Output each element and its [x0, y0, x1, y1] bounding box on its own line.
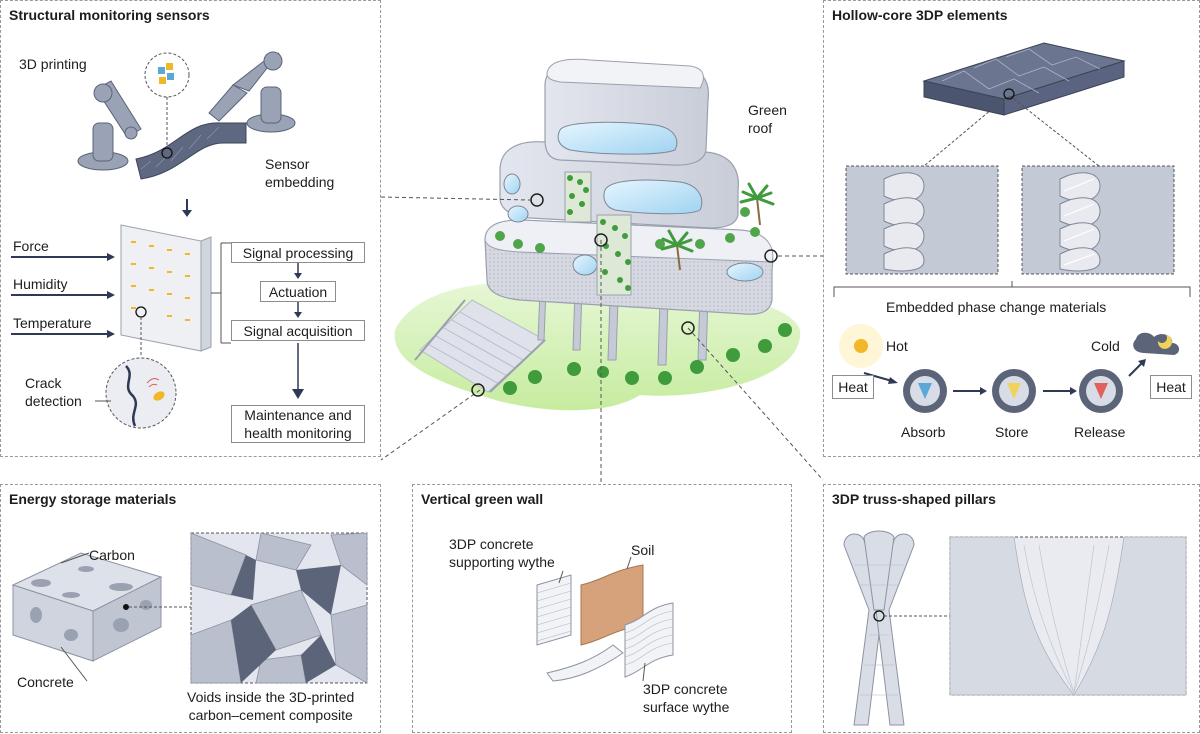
middle-floor	[499, 141, 739, 229]
supporting-wythe-label: 3DP concrete supporting wythe	[449, 536, 555, 570]
store-stage-icon	[992, 369, 1036, 413]
absorb-label: Absorb	[901, 424, 946, 440]
printed-beam	[135, 122, 247, 180]
heat-out-box: Heat	[1150, 375, 1192, 399]
concrete-label: Concrete	[17, 674, 74, 690]
connector-lines	[380, 196, 824, 485]
signal-processing-box: Signal processing	[231, 242, 365, 263]
sensor-embedding-label: Sensor embedding	[265, 156, 335, 190]
robot-arm-left	[77, 80, 142, 171]
structural-illustration	[11, 51, 304, 429]
3d-printing-label: 3D printing	[19, 56, 87, 72]
temperature-label: Temperature	[13, 315, 92, 331]
lawn-area	[394, 283, 801, 411]
truss-pillar-illustration	[843, 530, 1187, 726]
lower-floor	[484, 219, 774, 315]
hollow-core-illustration	[833, 42, 1191, 413]
truss-pillars-panel: 3DP truss-shaped pillars	[823, 484, 1200, 733]
building-pillars	[537, 289, 709, 366]
surface-wythe-label: 3DP concrete surface wythe	[643, 681, 730, 715]
panel-title: Structural monitoring sensors	[9, 7, 210, 23]
cold-label: Cold	[1091, 338, 1120, 354]
palm-trees	[660, 182, 775, 271]
panel-title: 3DP truss-shaped pillars	[832, 491, 996, 507]
release-stage-icon	[1079, 369, 1123, 413]
soil-label: Soil	[631, 542, 655, 558]
panel-title: Vertical green wall	[421, 491, 544, 507]
store-label: Store	[995, 424, 1029, 440]
maintenance-box: Maintenance and health monitoring	[231, 405, 365, 443]
actuation-box: Actuation	[260, 281, 336, 302]
structural-monitoring-panel: Structural monitoring sensors	[0, 0, 381, 457]
green-wall-panel: Vertical green wall 3DP concrete support…	[412, 484, 792, 733]
green-wall-strip	[564, 171, 632, 296]
crack-detection-label: Crack detection	[25, 375, 82, 409]
signal-acquisition-box: Signal acquisition	[231, 320, 365, 341]
carbon-label: Carbon	[89, 547, 135, 563]
supporting-wythe	[536, 574, 572, 646]
lawn-bushes	[503, 323, 792, 395]
truss-pillar	[843, 530, 915, 726]
energy-storage-illustration	[11, 532, 368, 684]
sensor-wall	[120, 224, 202, 352]
panel-title: Hollow-core 3DP elements	[832, 7, 1008, 23]
top-floor	[544, 63, 710, 166]
humidity-label: Humidity	[13, 276, 68, 292]
green-wall-illustration	[536, 556, 674, 682]
entrance-stairs	[414, 299, 546, 393]
terrace-plants	[495, 207, 760, 253]
energy-storage-panel: Energy storage materials	[0, 484, 381, 733]
force-label: Force	[13, 238, 49, 254]
heat-in-box: Heat	[832, 375, 874, 399]
release-label: Release	[1074, 424, 1126, 440]
panel-title: Energy storage materials	[9, 491, 177, 507]
sensor-cube-icon	[158, 63, 174, 84]
connector-markers	[471, 193, 778, 397]
hot-label: Hot	[886, 338, 908, 354]
pcm-label: Embedded phase change materials	[886, 299, 1107, 315]
absorb-stage-icon	[903, 369, 947, 413]
cold-night-icon	[1133, 332, 1180, 355]
voids-label: Voids inside the 3D-printed carbon–cemen…	[187, 689, 355, 723]
hollow-core-panel: Hollow-core 3DP elements	[823, 0, 1200, 457]
robot-arm-right	[208, 51, 296, 133]
surface-wythe	[624, 602, 674, 678]
green-roof-label: Green roof	[748, 102, 787, 136]
